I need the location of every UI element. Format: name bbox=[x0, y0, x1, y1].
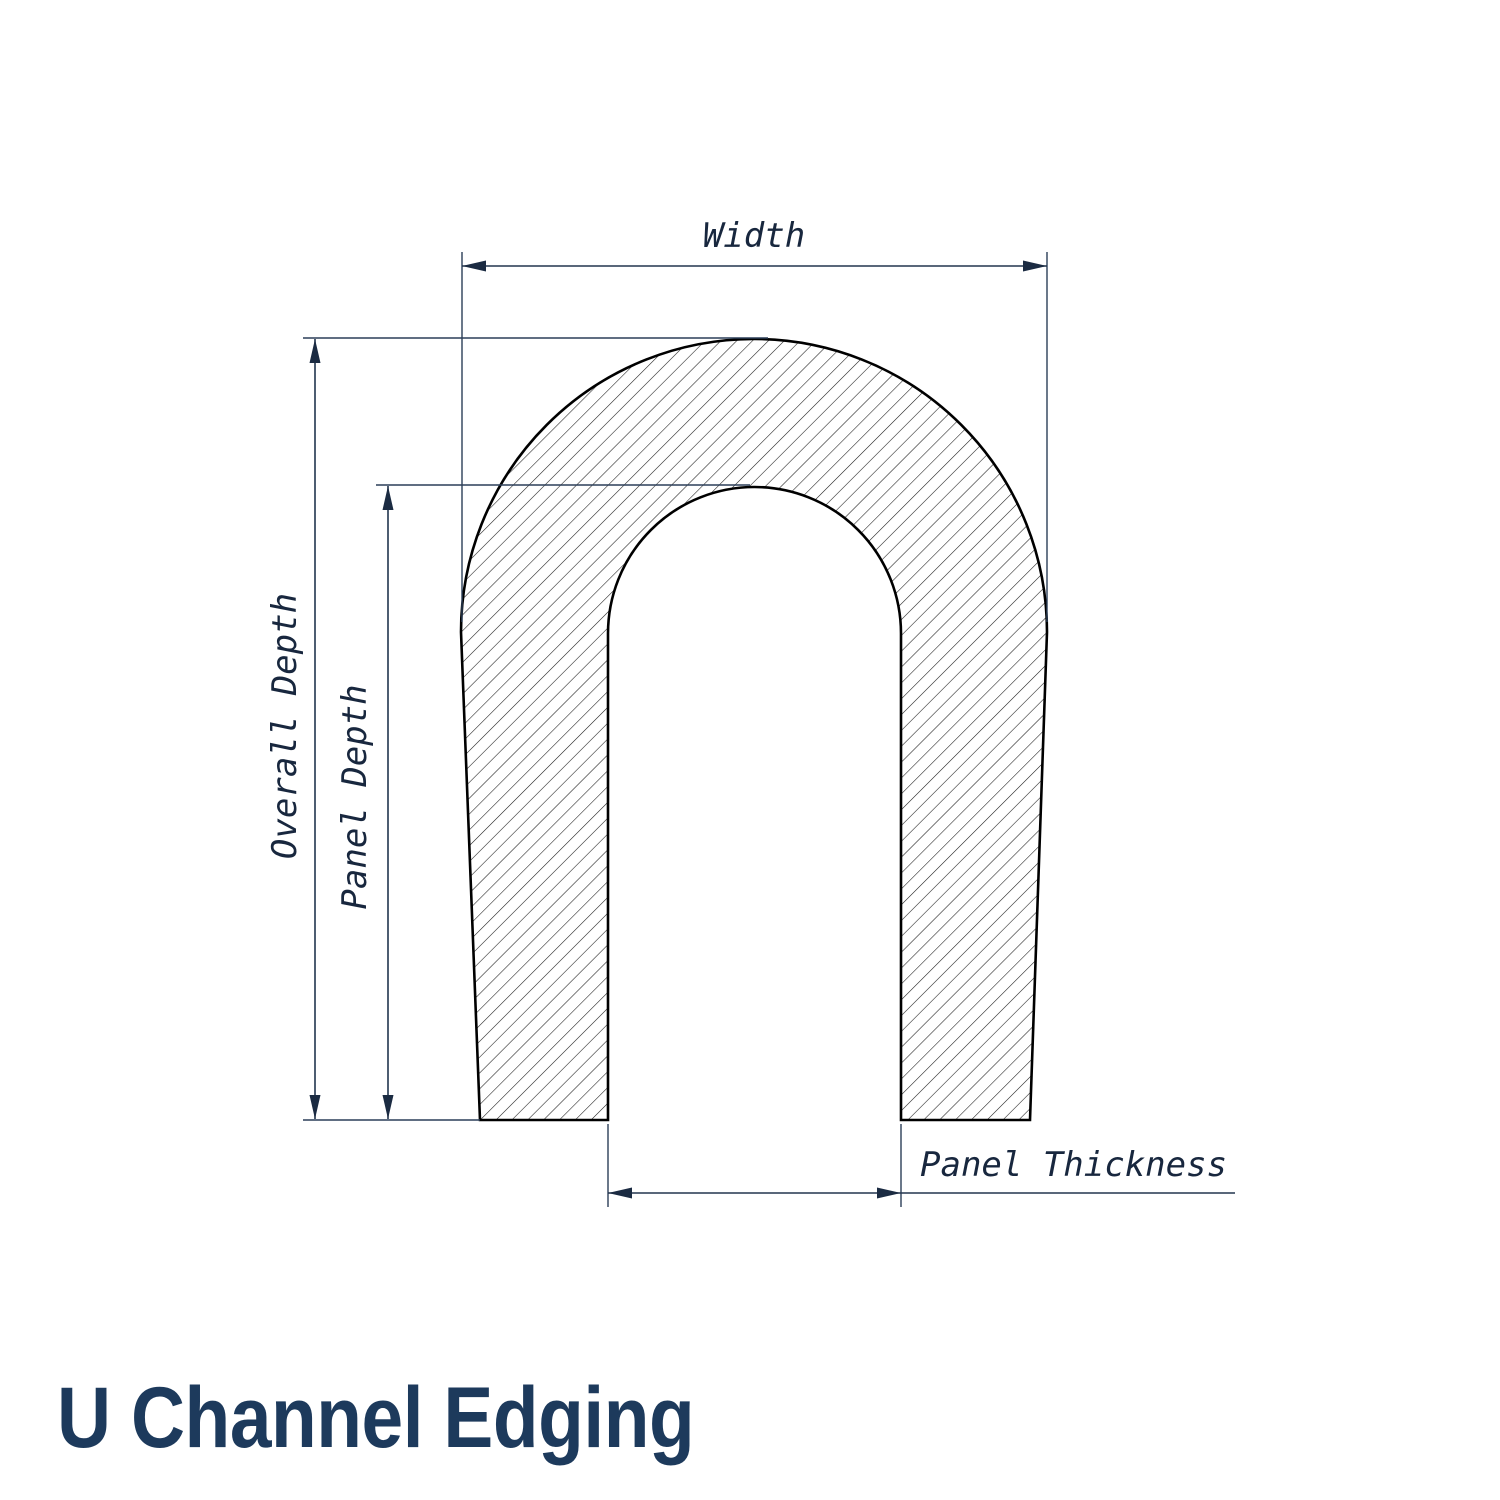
panel-depth-arrow-bottom-icon bbox=[382, 1095, 394, 1119]
width-dimension: Width bbox=[461, 216, 1048, 622]
overall-depth-arrow-top-icon bbox=[309, 339, 321, 363]
panel-thickness-arrow-left-icon bbox=[608, 1187, 632, 1199]
overall-depth-label: Overall Depth bbox=[265, 593, 305, 859]
u-channel-profile bbox=[459, 337, 1049, 1122]
panel-thickness-dimension: Panel Thickness bbox=[607, 1124, 1235, 1207]
width-arrow-right-icon bbox=[1023, 260, 1047, 272]
overall-depth-dimension: Overall Depth bbox=[265, 337, 768, 1121]
overall-depth-arrow-bottom-icon bbox=[309, 1095, 321, 1119]
panel-thickness-arrow-right-icon bbox=[877, 1187, 901, 1199]
width-label: Width bbox=[703, 216, 805, 256]
panel-depth-dimension: Panel Depth bbox=[335, 484, 750, 1119]
page-title: U Channel Edging bbox=[57, 1370, 695, 1466]
panel-thickness-label: Panel Thickness bbox=[920, 1145, 1227, 1185]
panel-depth-arrow-top-icon bbox=[382, 486, 394, 510]
width-arrow-left-icon bbox=[462, 260, 486, 272]
panel-depth-label: Panel Depth bbox=[335, 684, 375, 909]
